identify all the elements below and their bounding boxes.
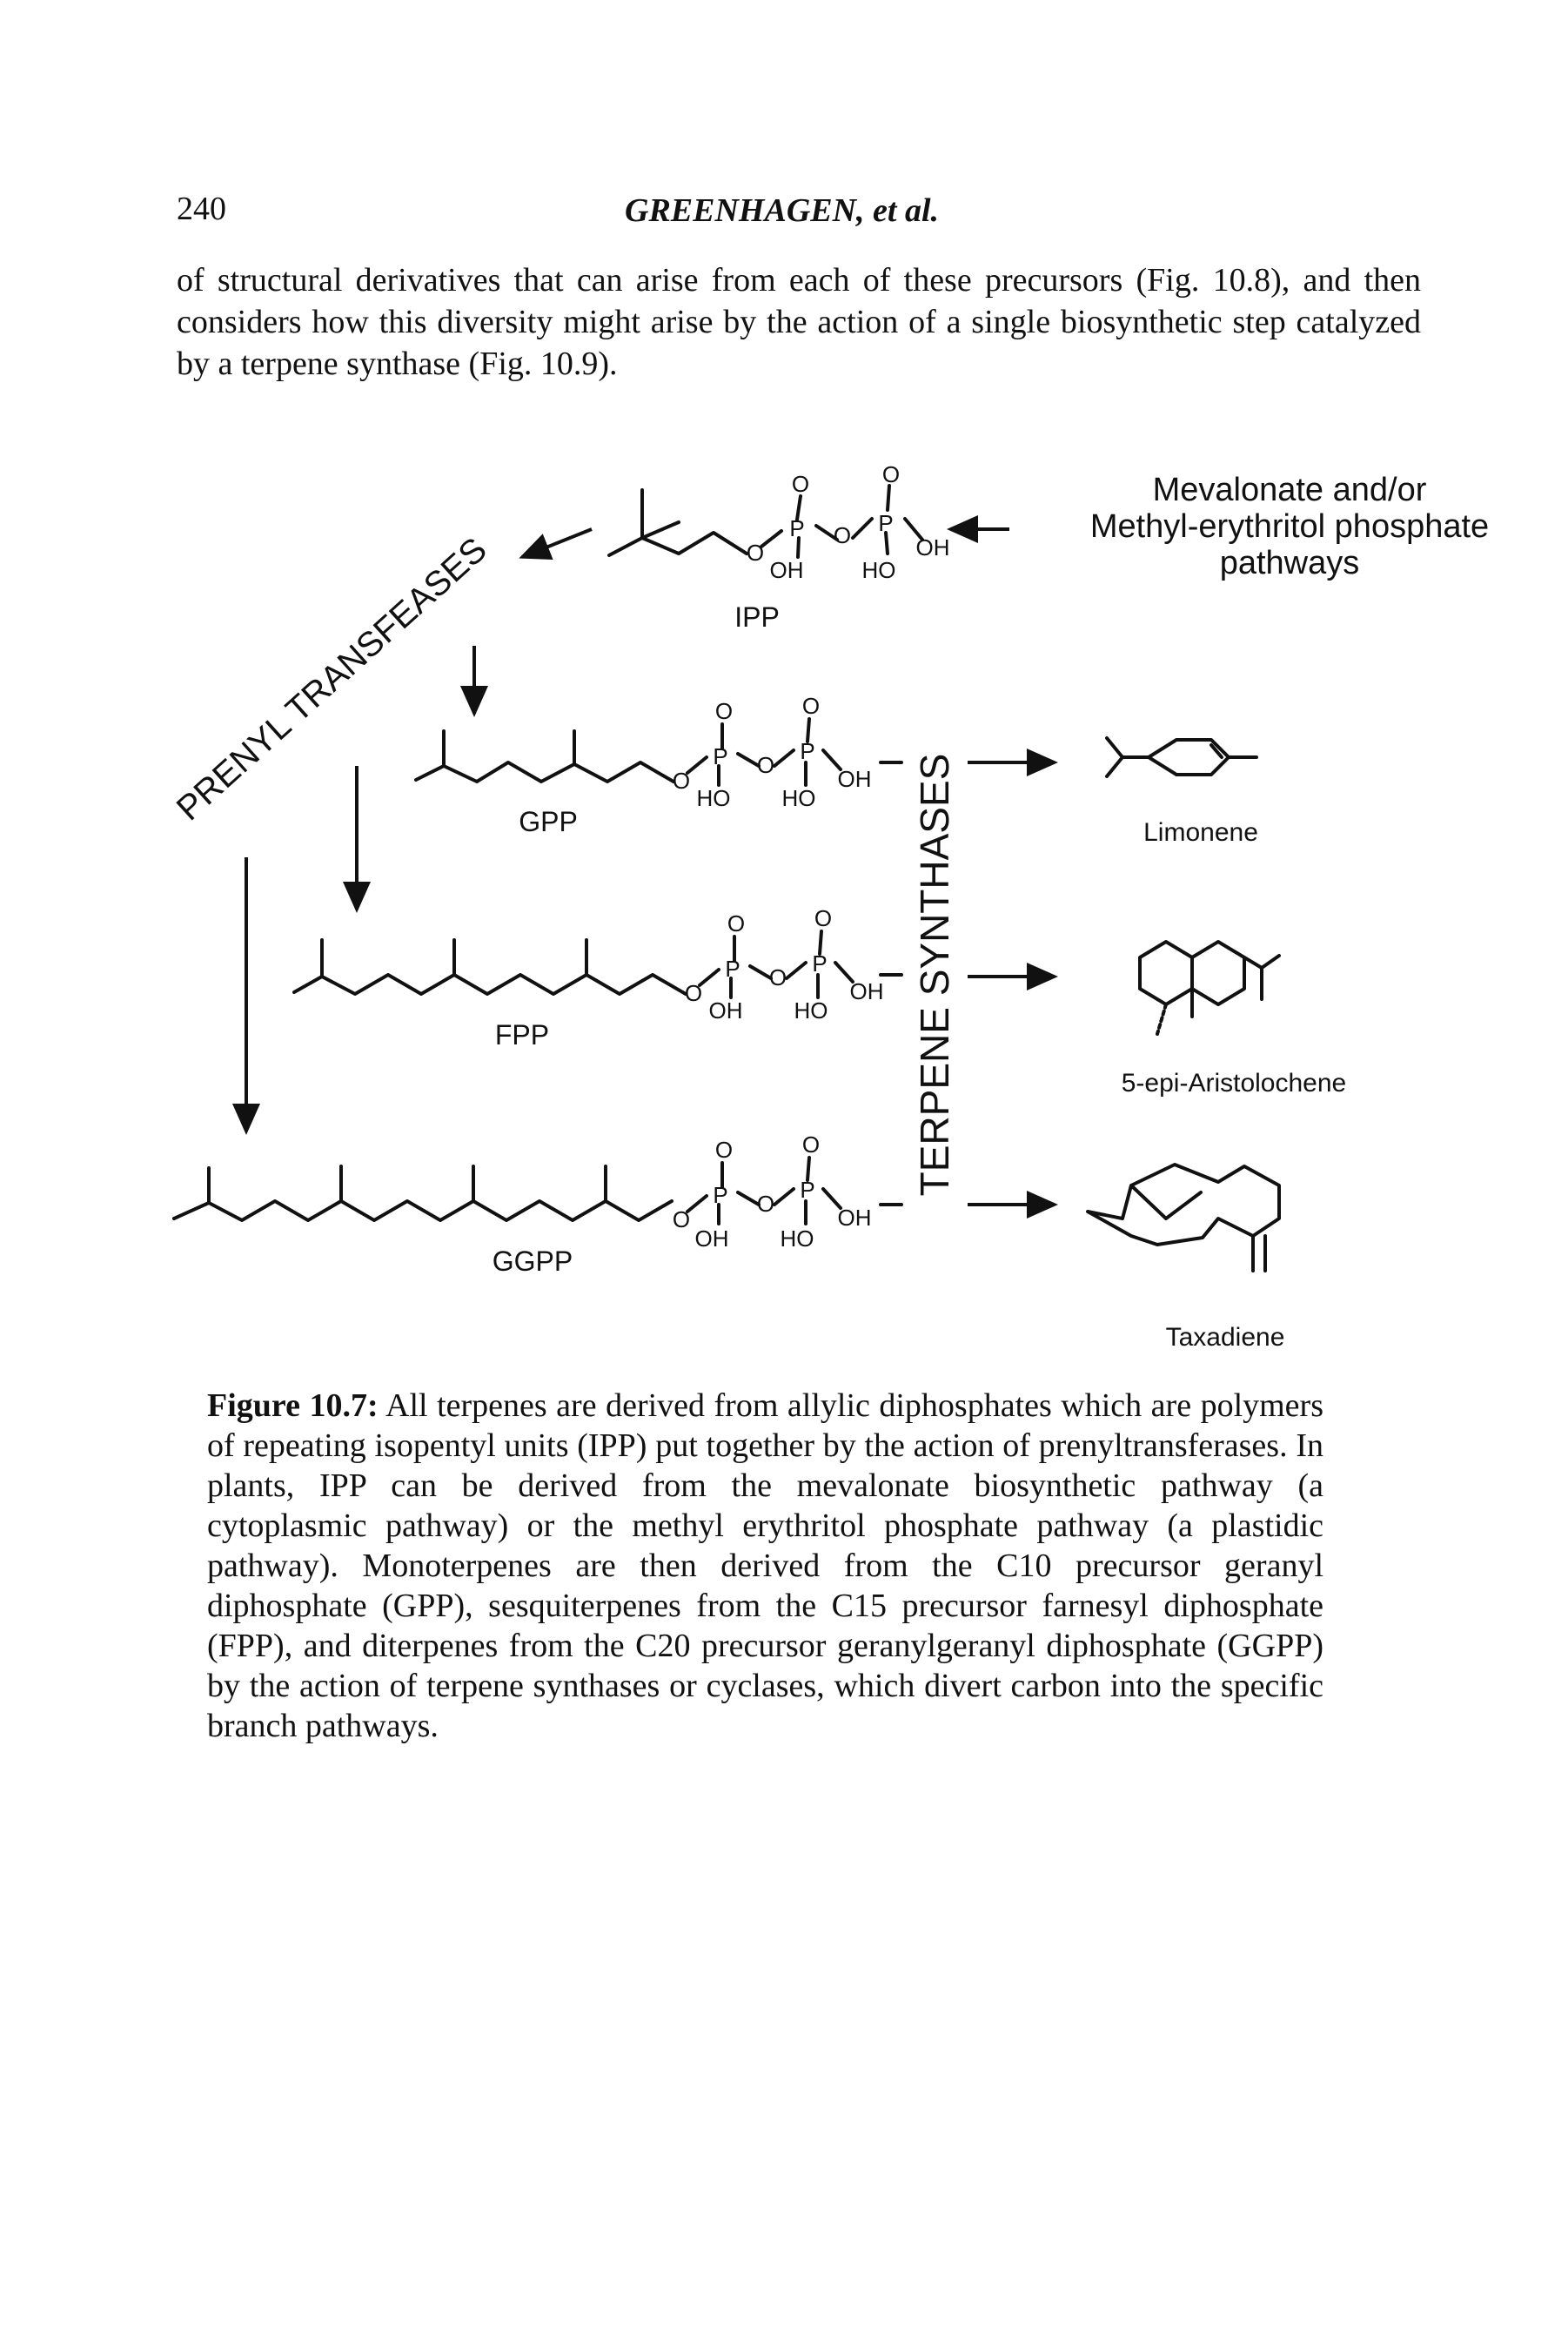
aristolochene-label: 5-epi-Aristolochene (1122, 1069, 1346, 1098)
svg-text:OH: OH (838, 1205, 872, 1231)
svg-text:O: O (814, 905, 832, 931)
svg-text:P: P (725, 956, 740, 982)
svg-text:P: P (878, 510, 893, 536)
limonene-label: Limonene (1143, 818, 1258, 847)
svg-text:HO: HO (862, 557, 896, 583)
source-label-line2: Methyl-erythritol phosphate (1090, 508, 1489, 545)
svg-text:O: O (673, 768, 690, 794)
svg-text:O: O (715, 1137, 733, 1163)
svg-text:O: O (882, 461, 900, 487)
aristolochene-structure (1138, 940, 1281, 1036)
svg-text:OH: OH (916, 534, 950, 561)
svg-text:O: O (685, 980, 702, 1006)
svg-text:O: O (834, 522, 851, 548)
svg-text:OH: OH (695, 1225, 729, 1252)
terpene-biosynthesis-figure: Mevalonate and/or Methyl-erythritol phos… (170, 461, 1489, 1352)
source-label-line1: Mevalonate and/or (1153, 472, 1427, 508)
gpp-structure: O P O O P O OH HO HO (414, 693, 872, 811)
arrow-ipp-to-prenyl (519, 527, 593, 560)
svg-text:P: P (800, 1177, 814, 1203)
svg-text:HO: HO (782, 785, 816, 811)
ggpp-structure: O P O O P O OH OH HO (172, 1131, 872, 1252)
fpp-structure: O P O O P O OH OH HO (292, 905, 884, 1024)
limonene-structure (1105, 736, 1258, 778)
svg-text:P: P (812, 950, 827, 977)
svg-text:P: P (800, 738, 814, 764)
svg-text:O: O (747, 540, 764, 566)
svg-text:O: O (715, 698, 733, 724)
terpene-synthases-label: TERPENE SYNTHASES (912, 754, 957, 1197)
svg-text:OH: OH (770, 557, 804, 583)
caption-text: All terpenes are derived from allylic di… (207, 1387, 1323, 1744)
caption-label: Figure 10.7: (207, 1387, 379, 1424)
svg-text:O: O (673, 1206, 690, 1232)
svg-text:OH: OH (838, 766, 872, 792)
svg-text:OH: OH (850, 978, 884, 1004)
source-label-line3: pathways (1220, 545, 1360, 581)
intro-paragraph: of structural derivatives that can arise… (177, 262, 1421, 382)
svg-text:O: O (757, 1191, 774, 1217)
svg-text:O: O (727, 910, 745, 937)
svg-text:O: O (792, 471, 809, 497)
ipp-label: IPP (734, 601, 780, 633)
prenyl-transferases-label: PRENYL TRANSFEASES (170, 530, 494, 828)
svg-text:OH: OH (709, 997, 743, 1024)
page-number: 240 (177, 191, 226, 227)
svg-text:P: P (789, 515, 804, 541)
svg-text:P: P (713, 743, 727, 769)
ggpp-label: GGPP (493, 1246, 573, 1277)
svg-text:O: O (757, 752, 774, 778)
ipp-structure: O O P O P O OH OH HO (607, 461, 950, 583)
figure-caption: Figure 10.7: All terpenes are derived fr… (207, 1386, 1323, 1746)
running-head: GREENHAGEN, et al. (625, 192, 940, 229)
svg-text:HO: HO (794, 997, 828, 1024)
svg-text:O: O (802, 1131, 820, 1158)
taxadiene-label: Taxadiene (1166, 1323, 1285, 1352)
gpp-label: GPP (519, 806, 578, 837)
svg-text:O: O (802, 693, 820, 719)
taxadiene-structure (1086, 1163, 1281, 1272)
svg-text:HO: HO (697, 785, 731, 811)
fpp-label: FPP (495, 1019, 549, 1051)
svg-text:P: P (713, 1182, 727, 1208)
svg-text:HO: HO (781, 1225, 814, 1252)
svg-text:O: O (769, 964, 787, 990)
